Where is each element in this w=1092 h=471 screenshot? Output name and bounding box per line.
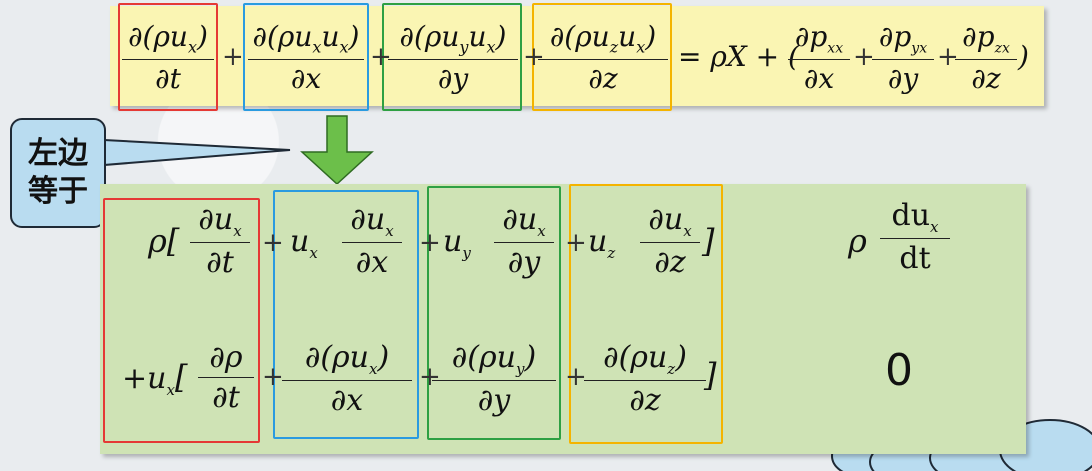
bottom-expansion-panel: [100, 184, 1026, 454]
top-pressure-yx: ∂pyx ∂y: [872, 20, 934, 95]
row2-term-c: ∂(ρuy) ∂y: [432, 340, 556, 418]
row2-term-a: ∂ρ ∂t: [198, 340, 254, 415]
top-equation-panel: [110, 6, 1044, 106]
plus-sign: +: [419, 362, 441, 392]
plus-sign: +: [853, 42, 875, 72]
row1-term-a: ∂ux ∂t: [190, 202, 250, 280]
row2-term-b: ∂(ρux) ∂x: [282, 340, 412, 418]
bottom-box-blue: [273, 190, 419, 439]
top-box-red: [118, 3, 218, 111]
plus-sign: +: [370, 42, 392, 72]
top-term-2: ∂(ρuxux) ∂x: [248, 20, 364, 95]
row1-close-bracket: ]: [702, 222, 715, 260]
row1-term-b: ∂ux ∂x: [342, 202, 402, 280]
callout-pointer: [103, 138, 291, 167]
row1-rho-open: ρ[: [148, 222, 180, 260]
top-box-orange: [532, 3, 672, 111]
plus-sign: +: [565, 362, 587, 392]
top-pressure-zx: ∂pzx ∂z: [955, 20, 1017, 95]
top-term-4: ∂(ρuzux) ∂z: [538, 20, 668, 95]
plus-sign: +: [262, 228, 284, 258]
plus-sign: +: [937, 42, 959, 72]
top-term-3: ∂(ρuyux) ∂y: [388, 20, 518, 95]
top-box-blue: [243, 3, 369, 111]
row2-result-zero: 0: [885, 345, 913, 396]
row2-lead: +ux[: [122, 358, 188, 399]
callout-bubble: 左边等于: [10, 118, 106, 228]
row1-coef-c: uy: [443, 224, 471, 262]
down-arrow-icon: [300, 115, 374, 186]
plus-sign: +: [262, 362, 284, 392]
top-rhs-lead: = ρX + (: [678, 40, 799, 73]
row1-result-rho: ρ: [848, 222, 867, 260]
row1-coef-b: ux: [290, 224, 318, 262]
plus-sign: +: [419, 228, 441, 258]
plus-sign: +: [565, 228, 587, 258]
top-box-green: [382, 3, 522, 111]
plus-sign: +: [222, 42, 244, 72]
top-term-1: ∂(ρux) ∂t: [122, 20, 214, 95]
row2-close-bracket: ]: [704, 356, 717, 394]
row2-term-d: ∂(ρuz) ∂z: [584, 340, 706, 418]
row1-term-c: ∂ux ∂y: [494, 202, 554, 280]
top-rhs-close: ): [1018, 40, 1029, 73]
row1-term-d: ∂ux ∂z: [640, 202, 700, 280]
plus-sign: +: [523, 42, 545, 72]
bottom-box-orange: [569, 184, 723, 444]
row1-result-fraction: dux dt: [880, 198, 950, 276]
top-pressure-xx: ∂pxx ∂x: [788, 20, 850, 95]
row1-coef-d: uz: [588, 224, 616, 262]
bottom-box-green: [427, 186, 561, 440]
bottom-box-red: [103, 198, 260, 443]
